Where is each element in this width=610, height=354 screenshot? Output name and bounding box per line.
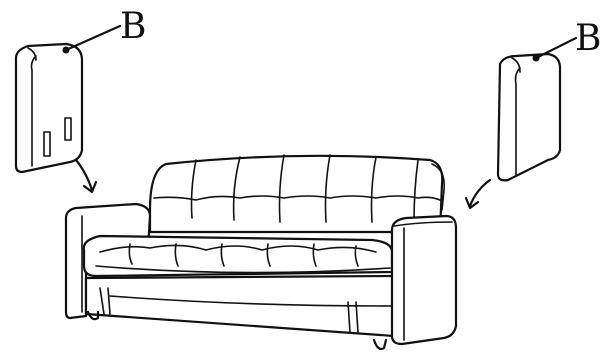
left-callout-label: B bbox=[120, 6, 146, 47]
right-direction-arrow bbox=[466, 180, 490, 208]
sofa-foot-right bbox=[374, 340, 386, 349]
right-callout-label: B bbox=[575, 18, 601, 59]
right-leader-line bbox=[536, 38, 576, 58]
sofa-right-armrest bbox=[392, 216, 456, 344]
sofa bbox=[66, 155, 456, 349]
left-leader-line bbox=[66, 26, 120, 50]
right-armrest-cushion bbox=[498, 54, 560, 180]
left-armrest-cushion bbox=[16, 44, 82, 172]
left-direction-arrow bbox=[76, 160, 96, 192]
